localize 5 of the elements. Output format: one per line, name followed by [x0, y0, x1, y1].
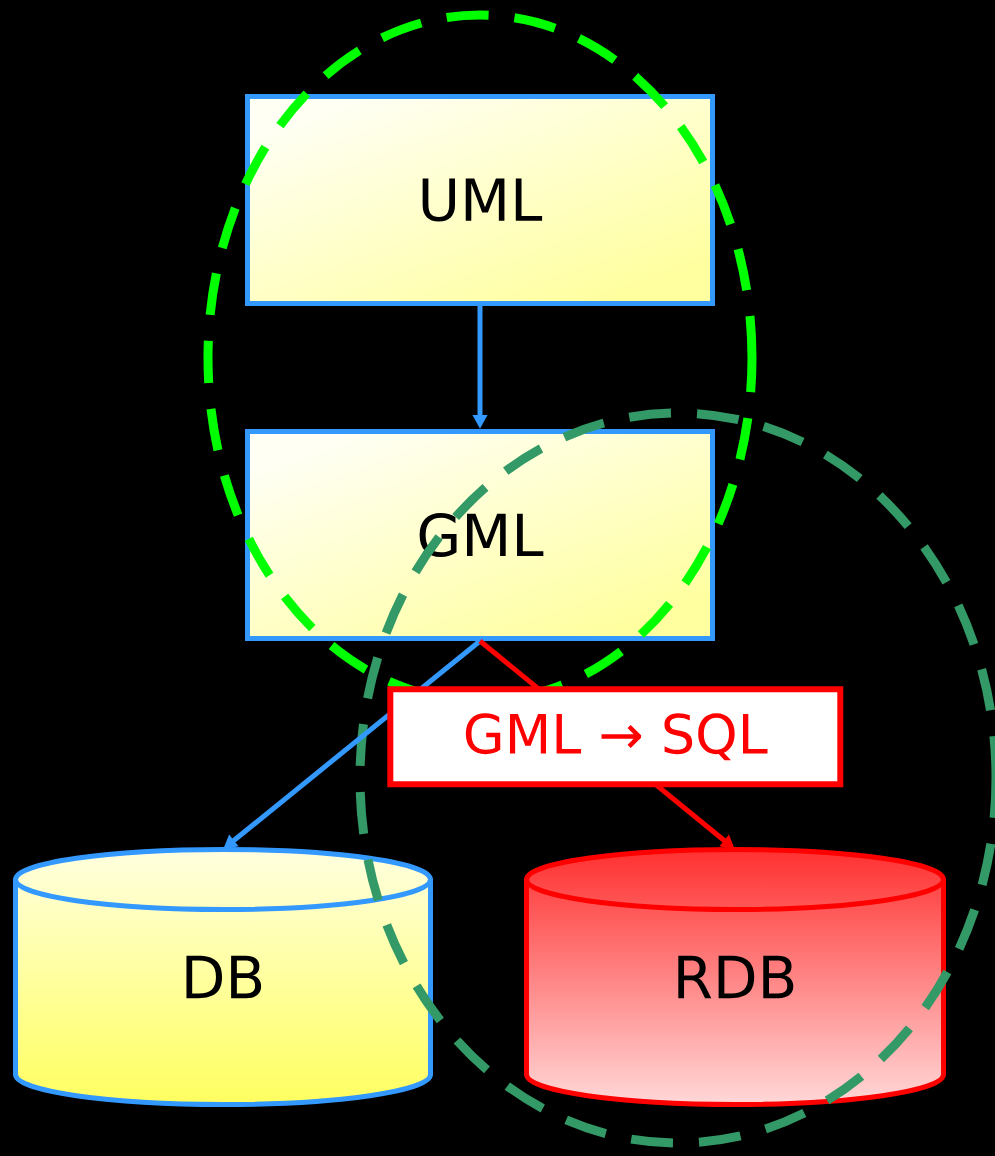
database-cylinder: DB [13, 847, 433, 1107]
database-cylinder: RDB [524, 847, 946, 1107]
process-box: GML [245, 429, 715, 641]
process-box: UML [245, 94, 715, 306]
edge-label: GML → SQL [387, 686, 844, 788]
